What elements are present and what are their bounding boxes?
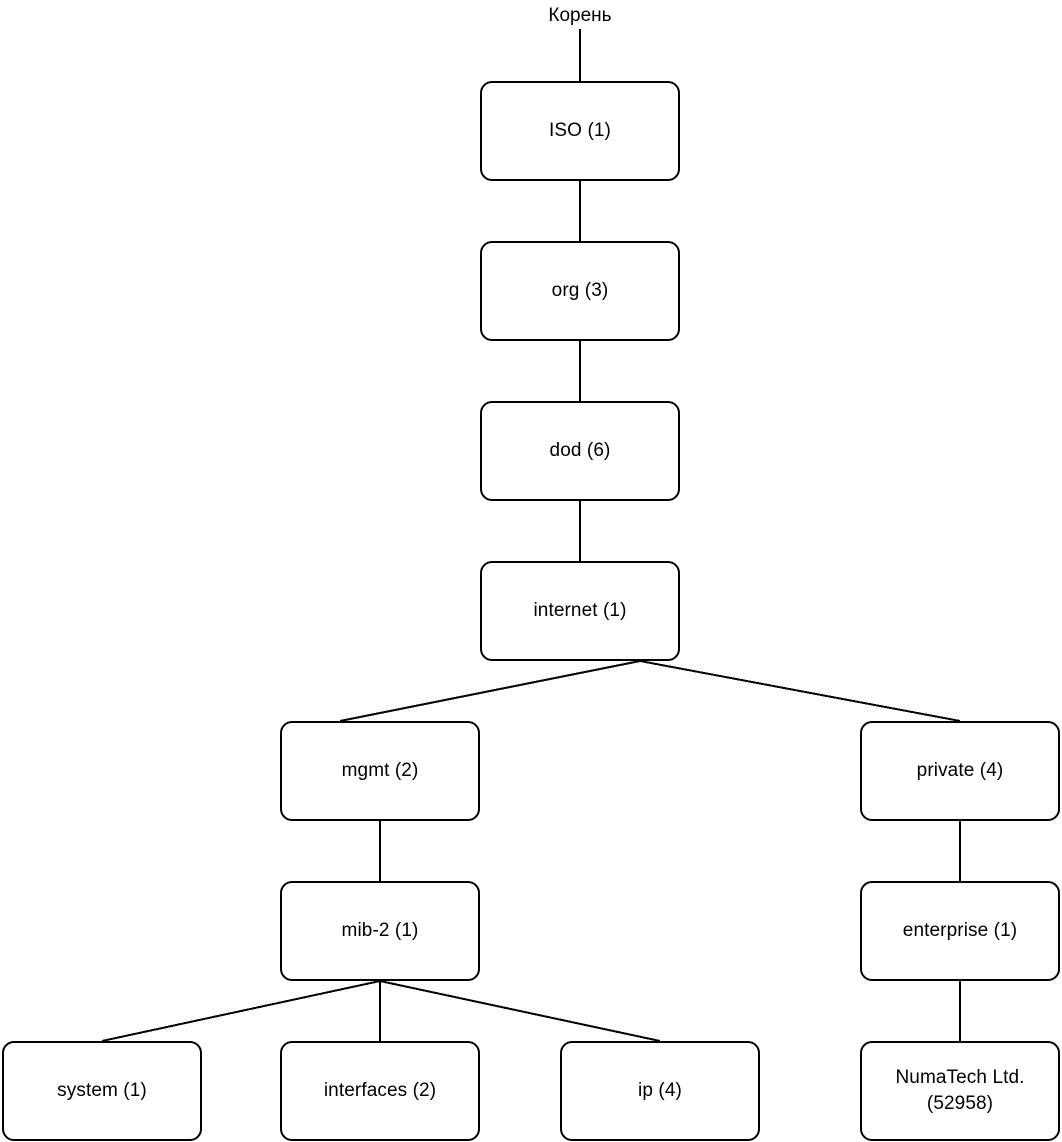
node-ip[interactable]: ip (4): [560, 1041, 760, 1141]
node-interfaces[interactable]: interfaces (2): [280, 1041, 480, 1141]
node-label-numatech: NumaTech Ltd. (52958): [895, 1067, 1025, 1114]
node-numatech[interactable]: NumaTech Ltd. (52958): [860, 1041, 1060, 1141]
node-system[interactable]: system (1): [2, 1041, 202, 1141]
node-dod[interactable]: dod (6): [480, 401, 680, 501]
node-iso[interactable]: ISO (1): [480, 81, 680, 181]
edge-mib2-to-ip: [379, 980, 661, 1042]
edge-internet-to-mgmt: [339, 660, 641, 722]
edge-mib2-to-system: [101, 980, 381, 1042]
node-label-dod: dod (6): [549, 440, 611, 461]
node-enterprise[interactable]: enterprise (1): [860, 881, 1060, 981]
node-label-mib2: mib-2 (1): [341, 920, 419, 941]
node-label-mgmt: mgmt (2): [341, 760, 419, 781]
node-org[interactable]: org (3): [480, 241, 680, 341]
edge-internet-to-private: [639, 660, 961, 722]
root-label: Корень: [548, 5, 612, 26]
node-label-internet: internet (1): [533, 600, 627, 621]
node-label-iso: ISO (1): [549, 120, 611, 141]
node-label-private: private (4): [916, 760, 1004, 781]
node-label-interfaces: interfaces (2): [323, 1080, 437, 1101]
node-label-enterprise: enterprise (1): [902, 920, 1018, 941]
node-mib2[interactable]: mib-2 (1): [280, 881, 480, 981]
node-label-system: system (1): [57, 1080, 147, 1101]
node-label-org: org (3): [551, 280, 609, 301]
node-label-ip: ip (4): [638, 1080, 682, 1101]
node-private[interactable]: private (4): [860, 721, 1060, 821]
node-internet[interactable]: internet (1): [480, 561, 680, 661]
node-mgmt[interactable]: mgmt (2): [280, 721, 480, 821]
